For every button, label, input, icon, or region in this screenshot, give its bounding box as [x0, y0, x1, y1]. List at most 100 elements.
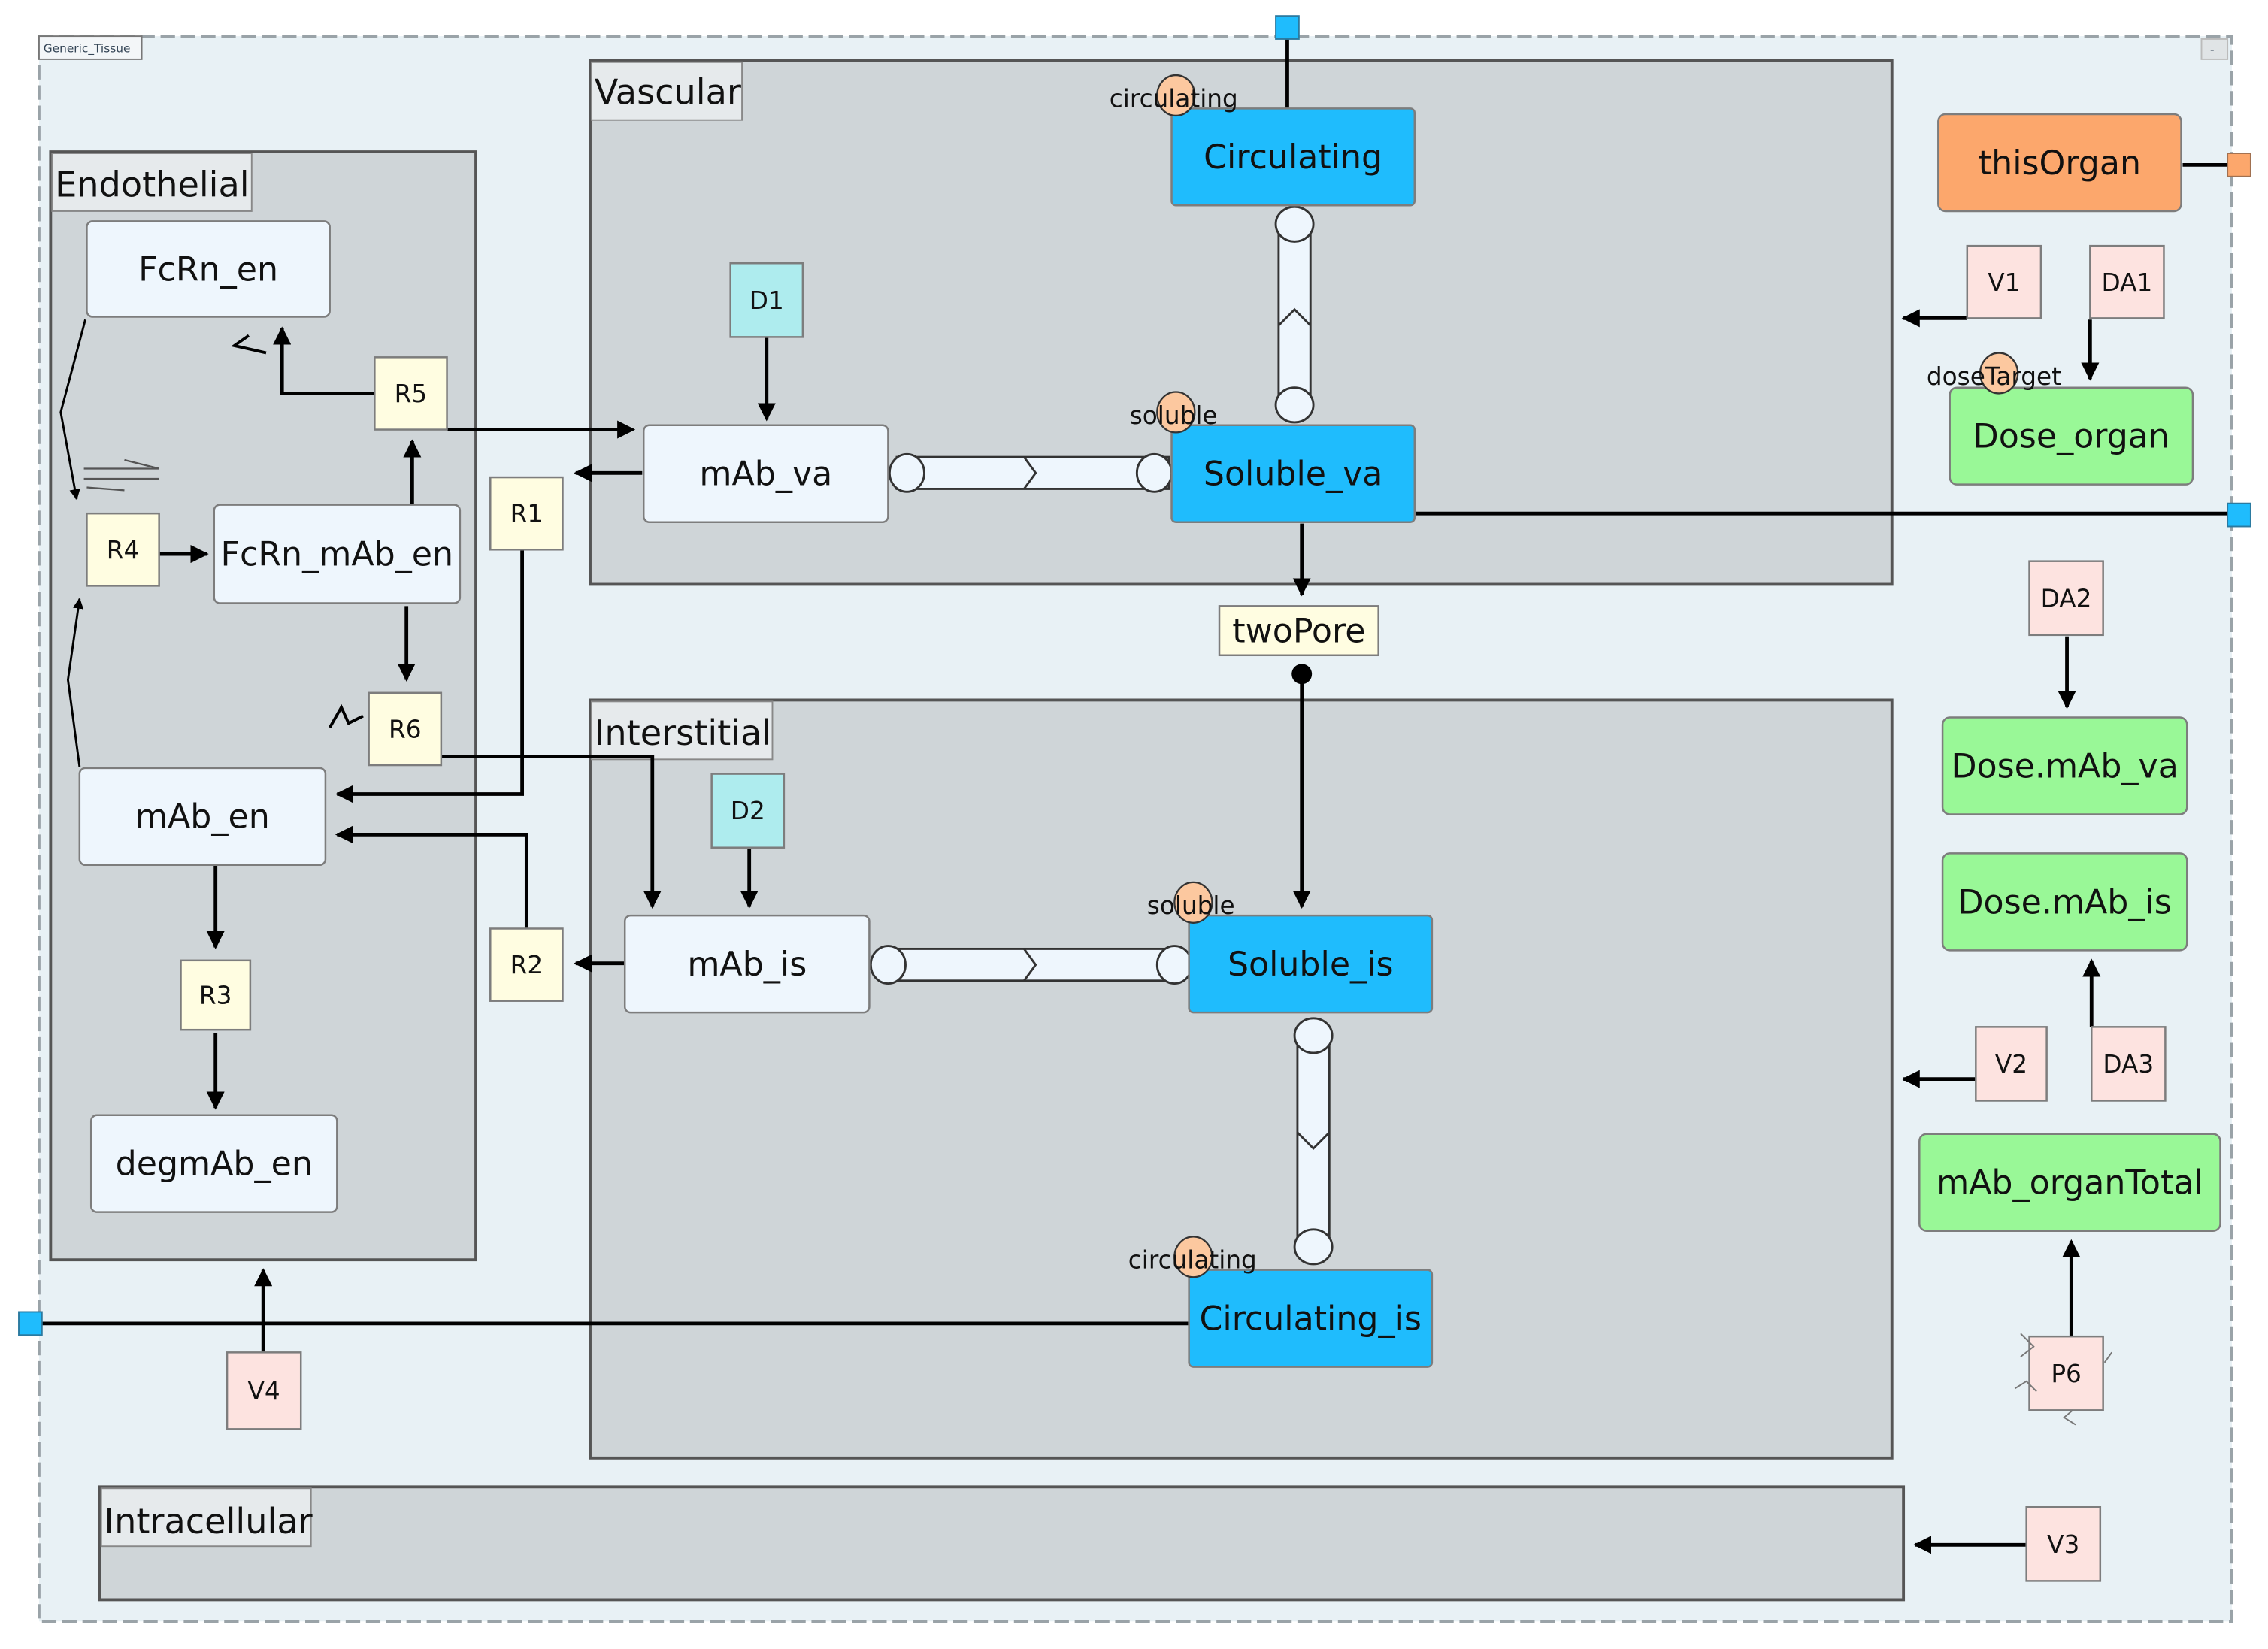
port-soluble-va-right[interactable]: [2227, 502, 2251, 528]
collapse-icon: -: [2210, 43, 2215, 56]
rule-v2-label: V2: [1995, 1050, 2027, 1079]
reaction-twopore-box: [1218, 605, 1379, 657]
reaction-r6-label: R6: [389, 715, 422, 743]
organ-this-organ-label: thisOrgan: [1979, 144, 2141, 183]
module-title-tag: Generic_Tissue: [38, 35, 143, 60]
rule-da2[interactable]: DA2: [2028, 560, 2104, 637]
rule-da1[interactable]: DA1: [2089, 244, 2165, 319]
port-dot-circulating-is[interactable]: circulating: [1128, 1236, 1257, 1278]
port-circulating-is-left[interactable]: [18, 1311, 43, 1336]
species-fcrn-mab-en-box: [213, 504, 462, 604]
species-soluble-is-box: [1188, 914, 1434, 1014]
port-dot-dose-target[interactable]: doseTarget: [1927, 352, 2061, 395]
compartment-label: Vascular: [595, 72, 741, 113]
rule-v1[interactable]: V1: [1966, 244, 2042, 319]
rule-v1-box: [1966, 244, 2042, 319]
event-d1-label: D1: [749, 286, 784, 315]
species-soluble-is[interactable]: Soluble_is: [1188, 914, 1434, 1014]
reaction-r6[interactable]: R6: [368, 691, 443, 767]
port-dot-circulating-va[interactable]: circulating: [1110, 74, 1238, 117]
output-dose-mab-is-label: Dose.mAb_is: [1958, 883, 2171, 921]
output-mab-organ-total-box: [1918, 1133, 2221, 1232]
edge-r6-mab-is: [439, 755, 662, 909]
reaction-r1-box: [489, 476, 564, 551]
output-dose-mab-is[interactable]: Dose.mAb_is: [1941, 852, 2188, 952]
species-fcrn-mab-en[interactable]: FcRn_mAb_en: [213, 504, 462, 604]
event-d2-label: D2: [731, 797, 765, 825]
species-soluble-va[interactable]: Soluble_va: [1170, 424, 1416, 523]
twopore-modifier-dot: [1291, 664, 1313, 685]
rule-da3[interactable]: DA3: [2091, 1026, 2167, 1102]
port-dot-soluble-va[interactable]: soluble: [1130, 391, 1218, 434]
reaction-twopore[interactable]: twoPore: [1218, 605, 1379, 657]
reaction-r4-box: [86, 512, 160, 587]
species-mab-va-box: [642, 424, 889, 523]
reaction-r3-box: [180, 959, 252, 1031]
port-this-organ-right[interactable]: [2227, 153, 2251, 177]
rule-v4-box: [226, 1351, 302, 1430]
port-dot-dose-target-circle: [1979, 352, 2019, 395]
rule-da1-label: DA1: [2102, 268, 2153, 297]
port-dot-soluble-va-circle: [1156, 391, 1196, 434]
species-fcrn-en[interactable]: FcRn_en: [86, 220, 331, 318]
transport-soluble-va-circulating[interactable]: [1274, 205, 1315, 424]
reaction-r3[interactable]: R3: [180, 959, 252, 1031]
species-circulating-is[interactable]: Circulating_is: [1188, 1269, 1434, 1368]
species-mab-en[interactable]: mAb_en: [78, 767, 327, 867]
reaction-r2[interactable]: R2: [489, 927, 564, 1002]
rule-da2-label: DA2: [2041, 584, 2092, 613]
species-circulating-box: [1170, 107, 1416, 207]
species-mab-va[interactable]: mAb_va: [642, 424, 889, 523]
rule-v2[interactable]: V2: [1975, 1026, 2048, 1102]
species-mab-is[interactable]: mAb_is: [623, 914, 871, 1014]
species-degmab-en[interactable]: degmAb_en: [89, 1114, 338, 1213]
species-degmab-en-box: [89, 1114, 338, 1213]
species-circulating-is-box: [1188, 1269, 1434, 1368]
species-soluble-is-label: Soluble_is: [1228, 946, 1394, 984]
edge-mab-en-r4: [66, 598, 84, 767]
event-d2[interactable]: D2: [710, 773, 786, 849]
reaction-r4[interactable]: R4: [86, 512, 160, 587]
edge-r2-mab-en: [335, 825, 528, 929]
reaction-r1-label: R1: [510, 500, 544, 528]
port-dot-dose-target-label: doseTarget: [1927, 362, 2061, 391]
port-dot-soluble-is-circle: [1173, 881, 1213, 924]
stoich-glyph-r6: [329, 703, 364, 728]
species-soluble-va-label: Soluble_va: [1204, 455, 1383, 494]
output-dose-mab-va-label: Dose.mAb_va: [1951, 747, 2178, 785]
species-mab-en-box: [78, 767, 327, 867]
output-dose-mab-va[interactable]: Dose.mAb_va: [1941, 716, 2188, 815]
rule-p6[interactable]: P6: [2028, 1335, 2104, 1411]
reaction-r1[interactable]: R1: [489, 476, 564, 551]
species-circulating[interactable]: Circulating: [1170, 107, 1416, 207]
edge-r1-mab-en: [335, 549, 525, 803]
event-d1[interactable]: D1: [729, 262, 804, 338]
reaction-r2-box: [489, 927, 564, 1002]
transport-mab-is-soluble-is[interactable]: [869, 945, 1193, 985]
transport-soluble-is-circulating-is[interactable]: [1293, 1017, 1334, 1266]
collapse-button[interactable]: -: [2200, 38, 2229, 60]
species-mab-is-box: [623, 914, 871, 1014]
output-dose-mab-va-box: [1941, 716, 2188, 815]
output-mab-organ-total[interactable]: mAb_organTotal: [1918, 1133, 2221, 1232]
species-mab-va-label: mAb_va: [699, 455, 832, 494]
event-d1-box: [729, 262, 804, 338]
organ-this-organ[interactable]: thisOrgan: [1937, 113, 2182, 213]
rule-p6-label: P6: [2051, 1360, 2082, 1388]
compartment-intracellular[interactable]: Intracellular: [98, 1485, 1906, 1602]
output-dose-organ[interactable]: Dose_organ: [1949, 386, 2194, 486]
port-dot-soluble-is[interactable]: soluble: [1147, 881, 1235, 924]
reaction-r5[interactable]: R5: [374, 356, 448, 431]
output-dose-organ-box: [1949, 386, 2194, 486]
rule-v4[interactable]: V4: [226, 1351, 302, 1430]
compartment-label: Endothelial: [55, 165, 250, 205]
port-circulating-top[interactable]: [1275, 15, 1300, 40]
rule-v3[interactable]: V3: [2025, 1506, 2102, 1582]
port-dot-circulating-is-label: circulating: [1128, 1246, 1257, 1275]
organ-this-organ-box: [1937, 113, 2182, 213]
event-d2-box: [710, 773, 786, 849]
species-circulating-label: Circulating: [1204, 138, 1382, 177]
reaction-r3-label: R3: [199, 982, 232, 1010]
transport-mab-va-soluble-va[interactable]: [888, 452, 1173, 493]
